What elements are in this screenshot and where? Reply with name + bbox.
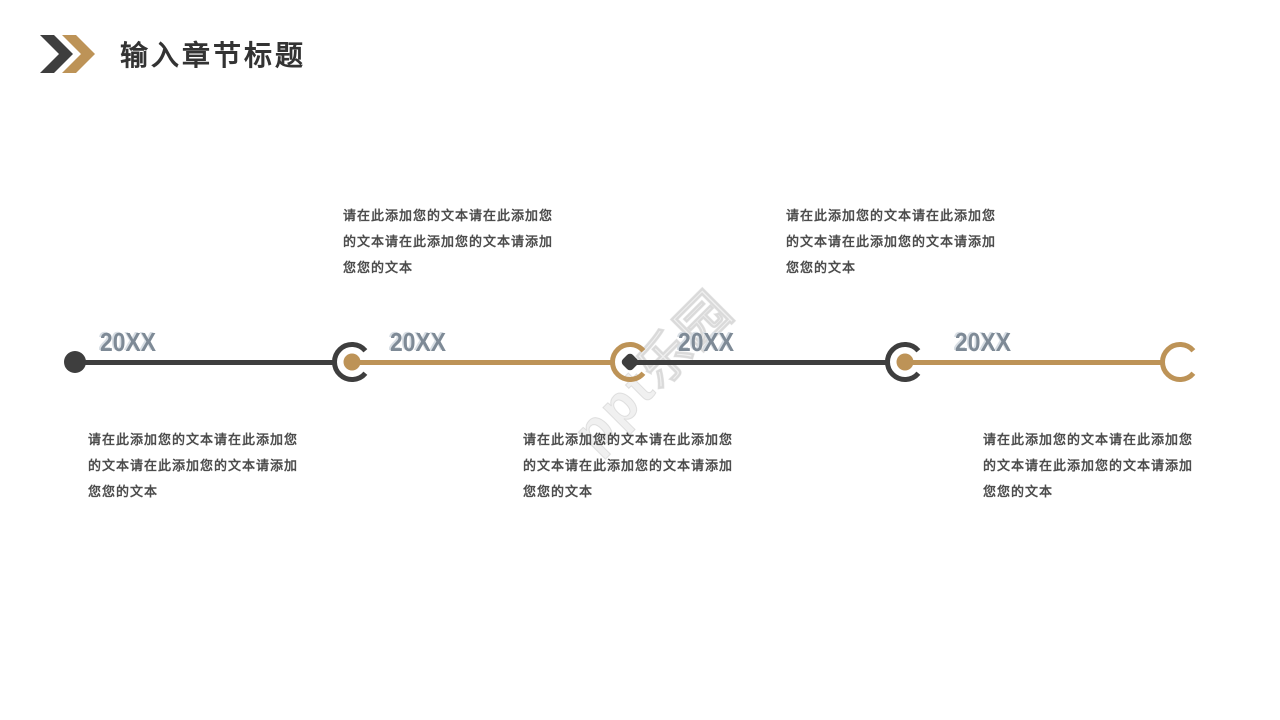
timeline-end-ring-icon — [1160, 342, 1196, 382]
timeline-segment-gold-1 — [352, 360, 612, 365]
year-label: 20XX — [678, 327, 734, 357]
timeline-start-dot-icon — [64, 351, 86, 373]
placeholder-text-block: 请在此添加您的文本请在此添加您的文本请在此添加您的文本请添加您您的文本 — [88, 432, 299, 499]
placeholder-text-block: 请在此添加您的文本请在此添加您的文本请在此添加您的文本请添加您您的文本 — [343, 208, 554, 275]
timeline-node-dark-ring-icon — [332, 342, 368, 382]
timeline-segment-dark-1 — [75, 360, 334, 365]
timeline-segment-gold-2 — [905, 360, 1162, 365]
timeline-node-gold-ring-icon — [610, 342, 646, 382]
timeline-segment-dark-2 — [630, 360, 887, 365]
year-label: 20XX — [390, 327, 446, 357]
double-chevron-right-icon — [40, 35, 95, 73]
slide-header: 输入章节标题 — [40, 34, 306, 74]
timeline-node-dark-ring-icon — [885, 342, 921, 382]
placeholder-text-block: 请在此添加您的文本请在此添加您的文本请在此添加您的文本请添加您您的文本 — [523, 432, 734, 499]
placeholder-text-block: 请在此添加您的文本请在此添加您的文本请在此添加您的文本请添加您您的文本 — [983, 432, 1194, 499]
year-label: 20XX — [955, 327, 1011, 357]
page-title: 输入章节标题 — [120, 40, 307, 71]
placeholder-text-block: 请在此添加您的文本请在此添加您的文本请在此添加您的文本请添加您您的文本 — [786, 208, 997, 275]
year-label: 20XX — [100, 327, 156, 357]
